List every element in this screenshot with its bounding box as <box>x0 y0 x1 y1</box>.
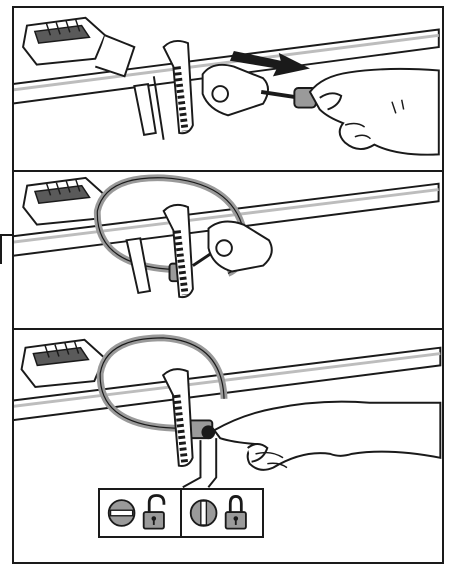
callout-line <box>0 234 2 264</box>
bike-mount-icon <box>22 340 105 387</box>
step-1-illustration <box>14 8 442 170</box>
step-2-panel <box>12 170 444 330</box>
bike-mount-icon <box>23 18 134 77</box>
tension-knob-icon <box>203 65 316 116</box>
step-2-illustration <box>14 172 442 328</box>
unlocked-icon <box>109 496 164 529</box>
unlock-state-box <box>98 488 182 538</box>
arm-strap-icon <box>163 369 192 466</box>
step-1-panel <box>12 6 444 172</box>
callout-line <box>208 438 216 487</box>
bike-mount-icon <box>23 178 105 225</box>
arm-strap-icon <box>134 41 193 140</box>
locked-icon <box>191 496 246 528</box>
hand-with-key-icon <box>201 402 440 470</box>
hand-icon <box>310 69 439 155</box>
lock-state-box <box>180 488 264 538</box>
